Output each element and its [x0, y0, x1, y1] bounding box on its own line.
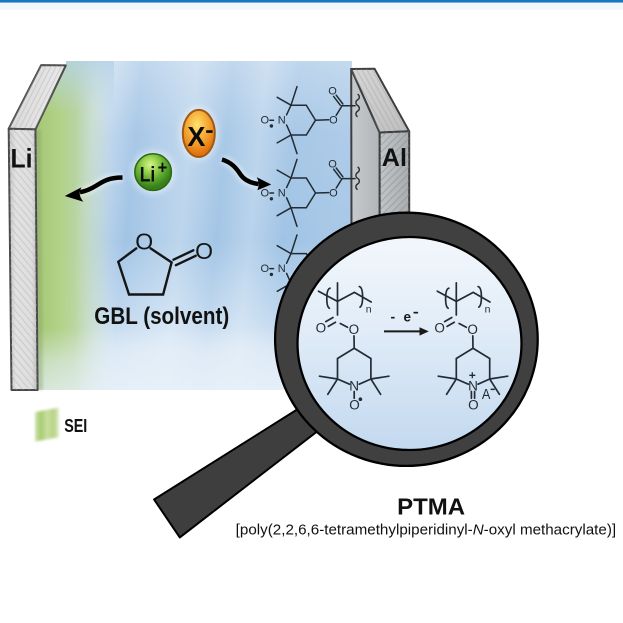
svg-text:e: e — [404, 310, 412, 325]
svg-text:O: O — [434, 321, 445, 336]
svg-text:SEI: SEI — [64, 415, 87, 436]
svg-text:A: A — [482, 387, 491, 403]
svg-text:O: O — [349, 322, 360, 337]
svg-text:O: O — [328, 86, 337, 98]
svg-text:O: O — [195, 238, 213, 264]
svg-text:[poly(2,2,6,6-tetramethylpiper: [poly(2,2,6,6-tetramethylpiperidinyl-N-o… — [236, 522, 616, 539]
svg-text:N: N — [349, 379, 359, 394]
svg-text:O: O — [329, 115, 338, 127]
svg-text:N: N — [278, 115, 286, 127]
svg-text:O: O — [467, 322, 478, 337]
svg-text:N: N — [468, 379, 478, 394]
svg-text:PTMA: PTMA — [397, 493, 465, 519]
svg-text:-: - — [391, 309, 396, 325]
svg-text:O: O — [135, 229, 153, 255]
svg-text:O: O — [468, 398, 479, 413]
svg-text:Li: Li — [140, 162, 156, 186]
svg-text:+: + — [158, 156, 168, 177]
svg-text:O: O — [316, 321, 327, 336]
svg-text:O: O — [349, 398, 360, 413]
svg-text:GBL (solvent): GBL (solvent) — [94, 303, 229, 330]
svg-text:O: O — [261, 115, 270, 127]
svg-text:n: n — [485, 303, 491, 315]
svg-text:Al: Al — [382, 144, 407, 172]
svg-text:n: n — [366, 303, 372, 315]
svg-text:Li: Li — [11, 144, 33, 174]
svg-text:X: X — [187, 121, 206, 152]
